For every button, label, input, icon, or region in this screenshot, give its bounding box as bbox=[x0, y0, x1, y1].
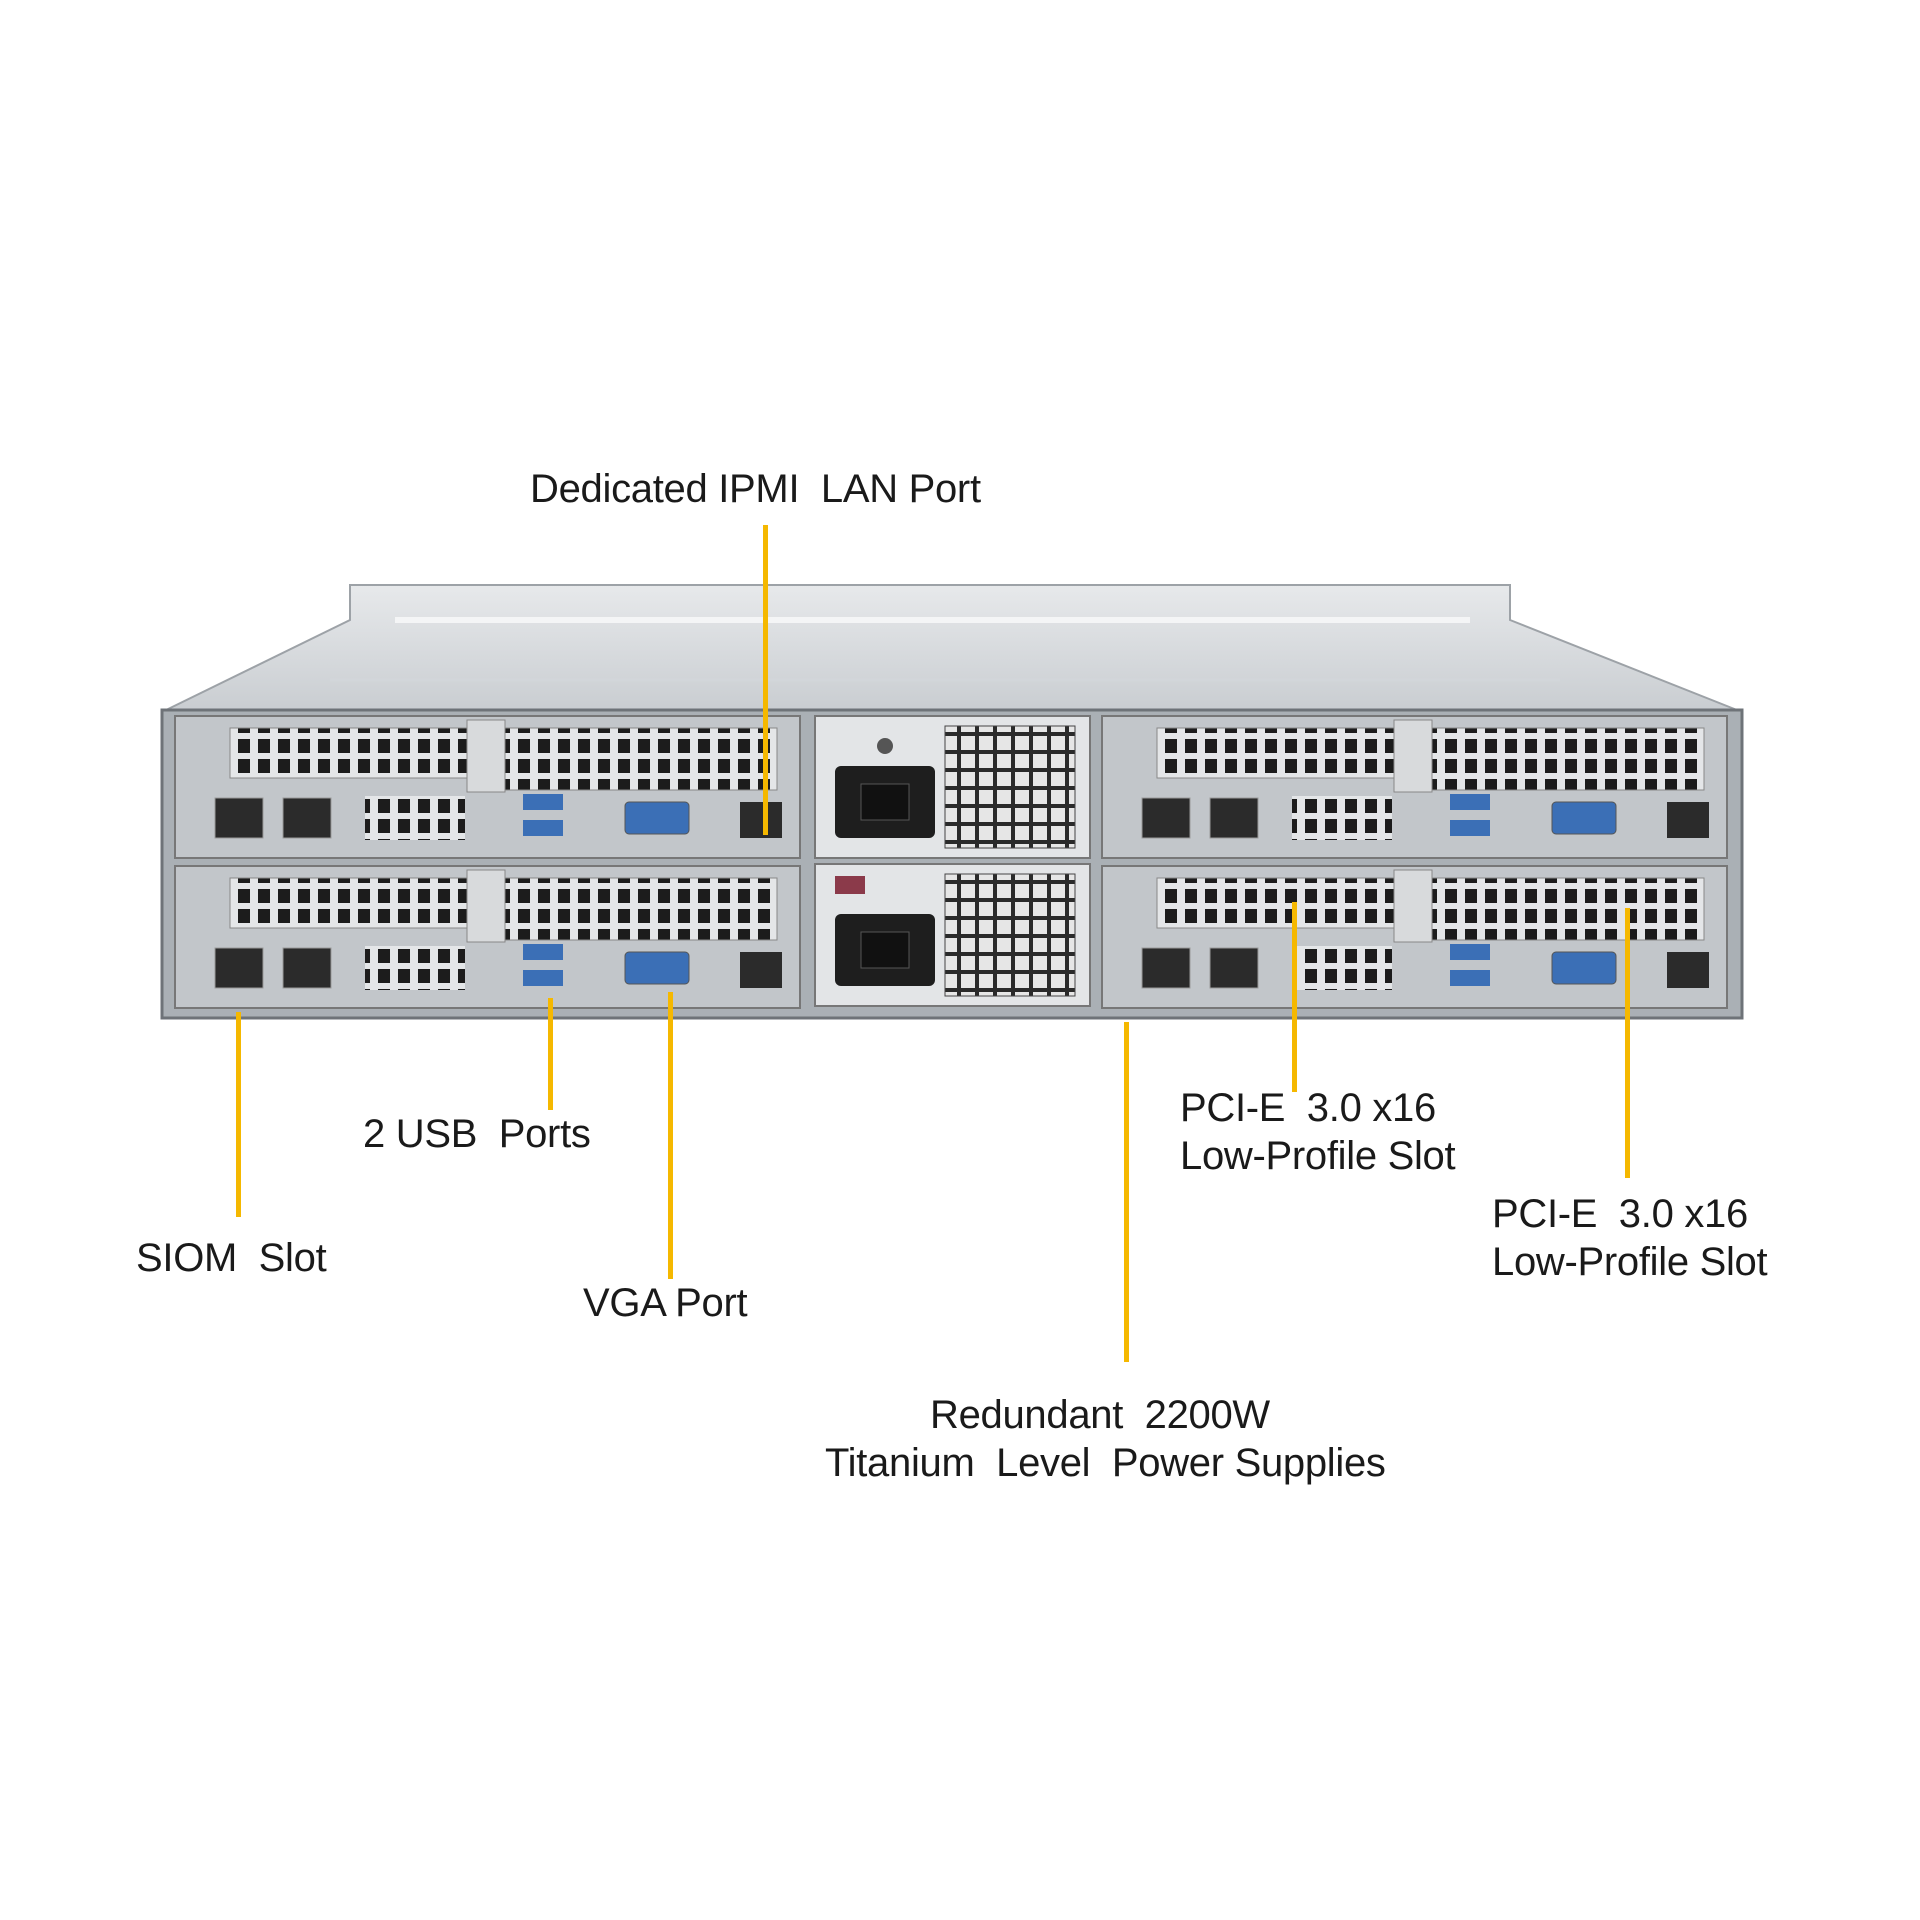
lan-port bbox=[214, 797, 264, 839]
lan-port bbox=[282, 797, 332, 839]
leader-ipmi bbox=[763, 525, 768, 835]
riser-latch bbox=[466, 719, 506, 793]
usb-port bbox=[1450, 970, 1490, 986]
leader-pcie2 bbox=[1625, 908, 1630, 1178]
vga-port bbox=[624, 801, 690, 835]
lan-port bbox=[1209, 947, 1259, 989]
node-bottom-right bbox=[1101, 865, 1728, 1009]
power-supply-top bbox=[814, 715, 1091, 859]
riser-latch bbox=[466, 869, 506, 943]
riser-latch bbox=[1393, 869, 1433, 943]
usb-port bbox=[523, 970, 563, 986]
label-psu-line2: Titanium Level Power Supplies bbox=[825, 1441, 1386, 1485]
node-top-left bbox=[174, 715, 801, 859]
lan-port bbox=[1141, 947, 1191, 989]
leader-siom bbox=[236, 1012, 241, 1217]
lan-port bbox=[214, 947, 264, 989]
siom-vent bbox=[1292, 946, 1392, 990]
label-pcie2-line1: PCI-E 3.0 x16 bbox=[1492, 1192, 1748, 1236]
vga-port bbox=[1551, 951, 1617, 985]
label-pcie1-line1: PCI-E 3.0 x16 bbox=[1180, 1086, 1436, 1130]
usb-port bbox=[1450, 944, 1490, 960]
node-bottom-left bbox=[174, 865, 801, 1009]
label-usb-ports: 2 USB Ports bbox=[363, 1112, 591, 1156]
usb-port bbox=[1450, 794, 1490, 810]
siom-vent bbox=[1292, 796, 1392, 840]
label-pcie2-line2: Low-Profile Slot bbox=[1492, 1240, 1768, 1284]
ipmi-lan-port bbox=[740, 802, 782, 838]
label-vga-port: VGA Port bbox=[583, 1281, 748, 1325]
leader-usb bbox=[548, 998, 553, 1110]
usb-port bbox=[523, 944, 563, 960]
chassis-top bbox=[161, 584, 1743, 713]
lan-port bbox=[1209, 797, 1259, 839]
usb-port bbox=[523, 820, 563, 836]
pcie-slot-bracket bbox=[504, 877, 778, 941]
node-top-right bbox=[1101, 715, 1728, 859]
label-pcie1-line2: Low-Profile Slot bbox=[1180, 1134, 1456, 1178]
leader-vga bbox=[668, 992, 673, 1279]
riser-latch bbox=[1393, 719, 1433, 793]
leader-psu bbox=[1124, 1022, 1129, 1362]
psu-fan bbox=[944, 873, 1076, 997]
pcie-slot-bracket bbox=[1431, 727, 1705, 791]
ipmi-lan-port bbox=[1667, 952, 1709, 988]
pcie-slot-bracket bbox=[1431, 877, 1705, 941]
lan-port bbox=[282, 947, 332, 989]
leader-pcie1 bbox=[1292, 902, 1297, 1092]
label-ipmi-lan-port: Dedicated IPMI LAN Port bbox=[530, 467, 981, 511]
lan-port bbox=[1141, 797, 1191, 839]
psu-fan bbox=[944, 725, 1076, 849]
label-siom-slot: SIOM Slot bbox=[136, 1236, 327, 1280]
usb-port bbox=[1450, 820, 1490, 836]
vga-port bbox=[624, 951, 690, 985]
siom-vent bbox=[365, 946, 465, 990]
vga-port bbox=[1551, 801, 1617, 835]
pcie-slot-bracket bbox=[504, 727, 778, 791]
power-supply-bottom bbox=[814, 863, 1091, 1007]
siom-vent bbox=[365, 796, 465, 840]
label-psu-line1: Redundant 2200W bbox=[930, 1393, 1270, 1437]
ipmi-lan-port bbox=[740, 952, 782, 988]
ipmi-lan-port bbox=[1667, 802, 1709, 838]
usb-port bbox=[523, 794, 563, 810]
